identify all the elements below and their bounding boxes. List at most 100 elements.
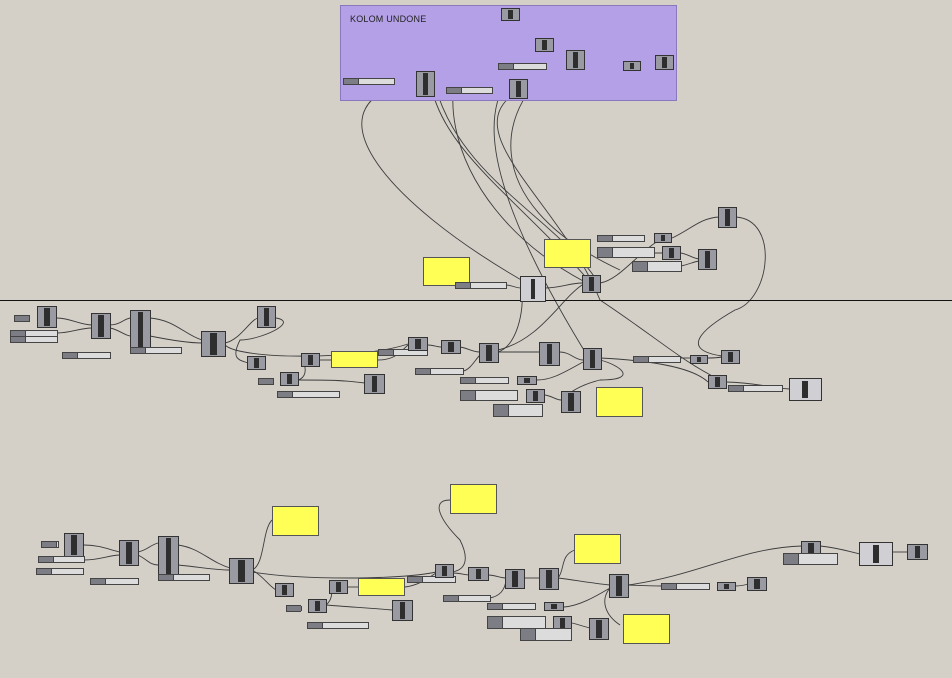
component-node[interactable] — [479, 343, 499, 363]
component-node[interactable] — [609, 574, 629, 598]
number-slider[interactable] — [62, 352, 111, 359]
component-node[interactable] — [623, 61, 641, 71]
number-slider[interactable] — [661, 583, 710, 590]
component-node[interactable] — [509, 79, 528, 99]
component-node[interactable] — [907, 544, 928, 560]
component-node[interactable] — [130, 310, 151, 350]
component-node[interactable] — [441, 340, 461, 354]
group-kolom-undone[interactable]: KOLOM UNDONE — [340, 5, 677, 101]
component-node[interactable] — [690, 355, 708, 364]
number-slider[interactable] — [415, 368, 464, 375]
number-slider[interactable] — [307, 622, 369, 629]
group-title: KOLOM UNDONE — [350, 14, 427, 24]
component-node[interactable] — [408, 337, 428, 351]
component-node[interactable] — [505, 569, 525, 589]
number-slider[interactable] — [14, 315, 30, 322]
component-node[interactable] — [257, 306, 276, 328]
number-slider[interactable] — [728, 385, 783, 392]
number-slider[interactable] — [783, 553, 838, 565]
component-node[interactable] — [582, 275, 601, 293]
component-node[interactable] — [589, 618, 609, 640]
component-node[interactable] — [517, 376, 537, 385]
component-node[interactable] — [654, 233, 672, 243]
component-node[interactable] — [717, 582, 736, 591]
component-node[interactable] — [416, 71, 435, 97]
component-node[interactable] — [435, 564, 454, 578]
component-node[interactable] — [392, 600, 413, 621]
number-slider[interactable] — [258, 378, 274, 385]
component-node[interactable] — [583, 348, 602, 370]
component-node[interactable] — [859, 542, 893, 566]
component-node[interactable] — [308, 599, 327, 613]
text-panel[interactable] — [331, 351, 378, 368]
number-slider[interactable] — [286, 605, 302, 612]
component-node[interactable] — [544, 602, 564, 611]
component-node[interactable] — [526, 389, 545, 403]
number-slider[interactable] — [487, 616, 546, 629]
number-slider[interactable] — [597, 235, 645, 242]
number-slider[interactable] — [41, 541, 59, 548]
component-node[interactable] — [655, 55, 674, 70]
component-node[interactable] — [539, 342, 560, 366]
component-node[interactable] — [64, 533, 84, 557]
number-slider[interactable] — [597, 247, 655, 258]
text-panel[interactable] — [596, 387, 643, 417]
number-slider[interactable] — [130, 347, 182, 354]
component-node[interactable] — [201, 331, 226, 357]
component-node[interactable] — [501, 8, 520, 21]
component-node[interactable] — [747, 577, 767, 591]
component-node[interactable] — [708, 375, 727, 389]
number-slider[interactable] — [38, 556, 85, 563]
number-slider[interactable] — [407, 576, 456, 583]
component-node[interactable] — [535, 38, 554, 52]
number-slider[interactable] — [10, 336, 58, 343]
component-node[interactable] — [301, 353, 320, 367]
number-slider[interactable] — [520, 628, 572, 641]
component-node[interactable] — [280, 372, 299, 386]
component-node[interactable] — [539, 568, 559, 590]
number-slider[interactable] — [443, 595, 491, 602]
number-slider[interactable] — [446, 87, 493, 94]
component-node[interactable] — [37, 306, 57, 328]
number-slider[interactable] — [460, 377, 509, 384]
separator-line — [0, 300, 952, 301]
component-node[interactable] — [91, 313, 111, 339]
number-slider[interactable] — [632, 261, 682, 272]
text-panel[interactable] — [623, 614, 670, 644]
component-node[interactable] — [229, 558, 254, 584]
component-node[interactable] — [158, 536, 179, 576]
text-panel[interactable] — [423, 257, 470, 286]
text-panel[interactable] — [574, 534, 621, 564]
number-slider[interactable] — [378, 349, 428, 356]
component-node[interactable] — [247, 356, 266, 370]
component-node[interactable] — [468, 567, 489, 581]
number-slider[interactable] — [343, 78, 395, 85]
number-slider[interactable] — [277, 391, 340, 398]
number-slider[interactable] — [455, 282, 507, 289]
component-node[interactable] — [662, 246, 681, 260]
component-node[interactable] — [698, 249, 717, 270]
component-node[interactable] — [789, 378, 822, 401]
component-node[interactable] — [119, 540, 139, 566]
number-slider[interactable] — [158, 574, 210, 581]
component-node[interactable] — [721, 350, 740, 364]
text-panel[interactable] — [358, 578, 405, 596]
component-node[interactable] — [561, 391, 581, 413]
number-slider[interactable] — [487, 603, 536, 610]
component-node[interactable] — [364, 374, 385, 394]
component-node[interactable] — [718, 207, 737, 228]
component-node[interactable] — [566, 50, 585, 70]
number-slider[interactable] — [498, 63, 547, 70]
text-panel[interactable] — [450, 484, 497, 514]
component-node[interactable] — [520, 276, 546, 302]
number-slider[interactable] — [633, 356, 681, 363]
text-panel[interactable] — [544, 239, 591, 268]
component-node[interactable] — [275, 583, 294, 597]
number-slider[interactable] — [36, 568, 84, 575]
text-panel[interactable] — [272, 506, 319, 536]
number-slider[interactable] — [90, 578, 139, 585]
component-node[interactable] — [329, 580, 348, 594]
number-slider[interactable] — [493, 404, 543, 417]
number-slider[interactable] — [460, 390, 518, 401]
